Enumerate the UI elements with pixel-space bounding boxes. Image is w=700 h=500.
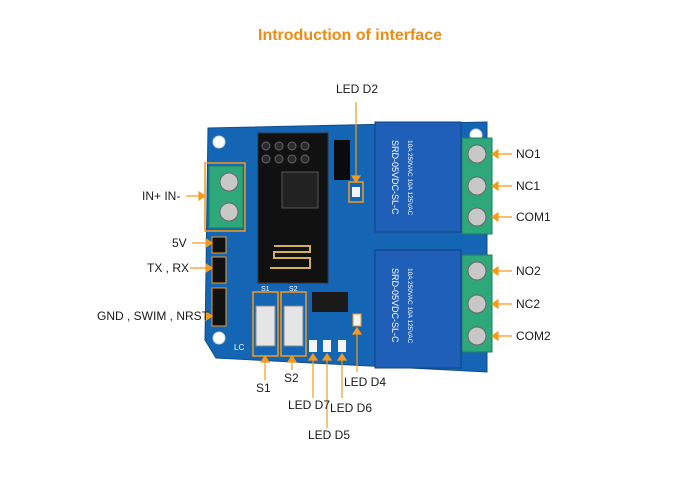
led-d4	[352, 313, 362, 327]
label-s2: S2	[284, 371, 299, 385]
label-in: IN+ IN-	[142, 189, 181, 203]
module-pin-header	[261, 141, 310, 164]
label-5v: 5V	[172, 236, 187, 250]
input-terminal-outline	[204, 162, 246, 232]
relay-2	[374, 249, 462, 369]
silk-s1: S1	[261, 286, 270, 293]
led-d7	[309, 340, 317, 352]
header-txrx	[211, 256, 227, 284]
button-s2-outline	[280, 291, 307, 357]
led-d5	[323, 340, 331, 352]
screw-icon	[467, 326, 487, 346]
label-com2: COM2	[516, 329, 551, 343]
relay-1-model: SRD-05VDC-SL-C	[390, 140, 400, 215]
relay-1	[374, 121, 462, 233]
screw-icon	[467, 261, 487, 281]
button-s2	[283, 305, 304, 347]
label-nc1: NC1	[516, 179, 541, 193]
relay-2-rating: 10A 250VAC 10A 125VAC	[406, 268, 413, 344]
mcu-chip	[312, 292, 348, 312]
label-gnd: GND , SWIM , NRST	[97, 309, 209, 323]
label-led-d7: LED D7	[288, 398, 331, 412]
screw-icon	[467, 207, 487, 227]
relay-1-rating: 10A 250VAC 10A 125VAC	[406, 140, 413, 216]
label-led-d6: LED D6	[330, 401, 373, 415]
label-led-d5: LED D5	[308, 428, 351, 442]
label-nc2: NC2	[516, 297, 541, 311]
label-com1: COM1	[516, 210, 551, 224]
screw-icon	[467, 176, 487, 196]
jumper-header	[334, 140, 350, 180]
relay-2-model: SRD-05VDC-SL-C	[390, 268, 400, 343]
led-d2	[352, 187, 360, 197]
label-no1: NO1	[516, 147, 541, 161]
screw-icon	[219, 172, 239, 192]
header-gnd	[211, 287, 227, 327]
label-no2: NO2	[516, 264, 541, 278]
silk-lc: LC	[234, 343, 244, 352]
label-led-d4: LED D4	[344, 375, 387, 389]
button-s1	[255, 305, 276, 347]
mount-hole	[212, 331, 226, 345]
wifi-chip	[281, 171, 319, 209]
label-led-d2: LED D2	[336, 82, 379, 96]
antenna-trace	[270, 245, 311, 269]
silk-s2: S2	[289, 286, 298, 293]
label-s1: S1	[256, 381, 271, 395]
screw-icon	[467, 294, 487, 314]
mount-hole	[212, 135, 226, 149]
header-5v	[211, 236, 227, 254]
led-d6	[338, 340, 346, 352]
label-txrx: TX , RX	[147, 261, 190, 275]
diagram-title: Introduction of interface	[258, 27, 442, 44]
screw-icon	[467, 144, 487, 164]
screw-icon	[219, 202, 239, 222]
